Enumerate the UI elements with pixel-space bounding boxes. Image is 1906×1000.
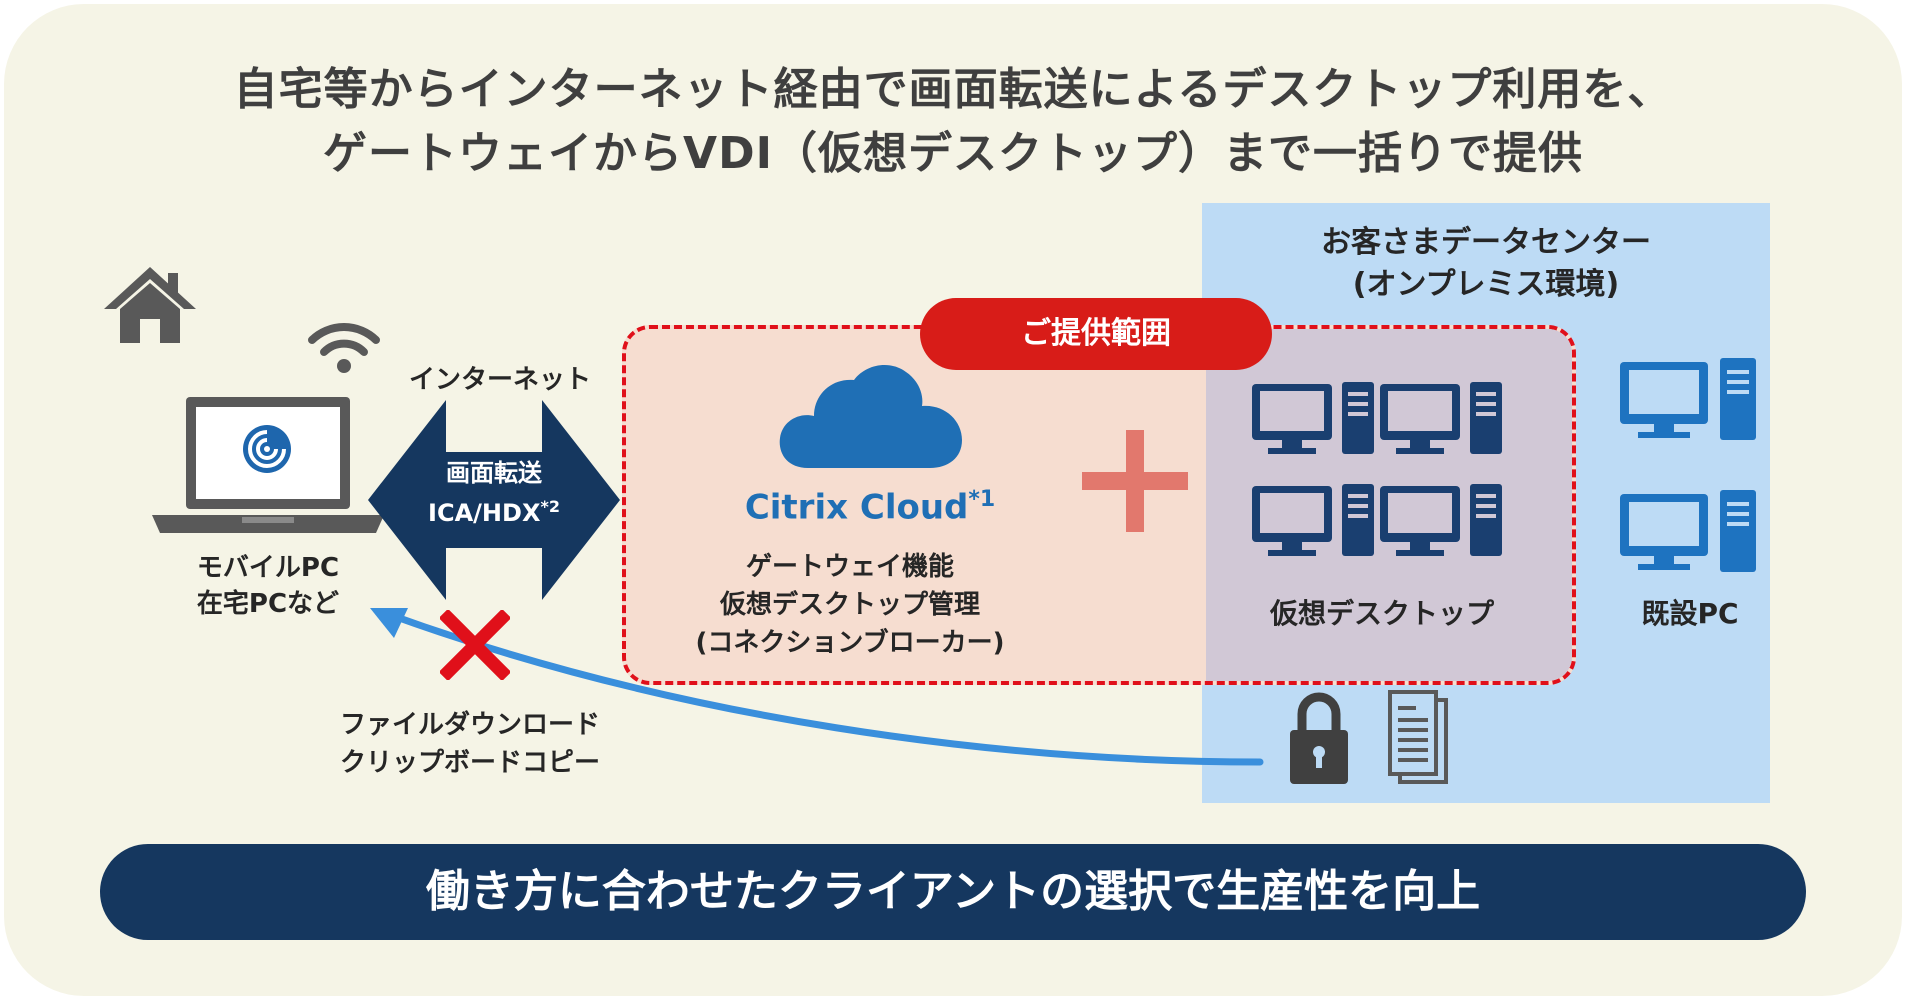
- protocol-label: ICA/HDX: [428, 499, 541, 527]
- wifi-icon: [308, 323, 380, 373]
- citrix-cloud-description: ゲートウェイ機能 仮想デスクトップ管理 (コネクションブローカー): [640, 548, 1060, 662]
- transfer-label-line-2: ICA/HDX*2: [388, 490, 600, 530]
- screen-transfer-label: 画面転送 ICA/HDX*2: [388, 456, 600, 530]
- virtual-desktop-label: 仮想デスクトップ: [1269, 597, 1494, 630]
- citrix-cloud-label: Citrix Cloud*1: [690, 478, 1050, 529]
- provided-scope-label: ご提供範囲: [920, 298, 1272, 370]
- blocked-transfer-arrow: [370, 608, 1264, 766]
- datacenter-title-line-1: お客さまデータセンター: [1321, 225, 1651, 260]
- title-line-1: 自宅等からインターネット経由で画面転送によるデスクトップ利用を、: [233, 64, 1673, 115]
- virtual-desktop-pc-icon: [1252, 484, 1374, 556]
- cloud-desc-line-2: 仮想デスクトップ管理: [719, 590, 980, 620]
- client-label-line-1: モバイルPC: [196, 553, 340, 583]
- internet-label: インターネット: [408, 365, 591, 395]
- document-icon: [1388, 690, 1448, 784]
- laptop-icon: [152, 397, 384, 533]
- datacenter-title-line-2: (オンプレミス環境): [1352, 267, 1620, 302]
- cloud-icon: [779, 365, 962, 468]
- home-icon: [104, 267, 196, 343]
- citrix-cloud-name: Citrix Cloud: [744, 487, 969, 528]
- blocked-x-icon: [440, 610, 510, 680]
- citrix-workspace-logo-icon: [238, 420, 296, 478]
- transfer-label-line-1: 画面転送: [446, 459, 542, 487]
- virtual-desktop-pc-icon: [1380, 382, 1502, 454]
- datacenter-title: お客さまデータセンター (オンプレミス環境): [1202, 222, 1770, 306]
- virtual-desktop-pc-icon: [1252, 382, 1374, 454]
- blocked-actions-label: ファイルダウンロード クリップボードコピー: [300, 706, 640, 782]
- title-line-2: ゲートウェイからVDI（仮想デスクトップ）まで一括りで提供: [323, 128, 1583, 179]
- footer-banner: 働き方に合わせたクライアントの選択で生産性を向上: [100, 844, 1806, 940]
- client-device-label: モバイルPC 在宅PCなど: [168, 550, 368, 622]
- cloud-desc-line-1: ゲートウェイ機能: [745, 552, 954, 582]
- existing-pc-icon: [1620, 490, 1756, 572]
- page-title: 自宅等からインターネット経由で画面転送によるデスクトップ利用を、 ゲートウェイか…: [0, 58, 1906, 186]
- existing-pc-label: 既設PC: [1641, 597, 1739, 630]
- virtual-desktop-pc-icon: [1380, 484, 1502, 556]
- client-label-line-2: 在宅PCなど: [196, 589, 340, 619]
- cloud-desc-line-3: (コネクションブローカー): [695, 628, 1005, 658]
- existing-pc-icon: [1620, 358, 1756, 440]
- protocol-footnote: *2: [540, 497, 560, 516]
- lock-icon: [1290, 692, 1348, 784]
- blocked-label-line-2: クリップボードコピー: [339, 748, 600, 778]
- plus-icon: [1082, 430, 1188, 532]
- citrix-cloud-footnote: *1: [968, 487, 996, 512]
- screen-transfer-double-arrow: [368, 400, 620, 600]
- blocked-label-line-1: ファイルダウンロード: [339, 710, 600, 740]
